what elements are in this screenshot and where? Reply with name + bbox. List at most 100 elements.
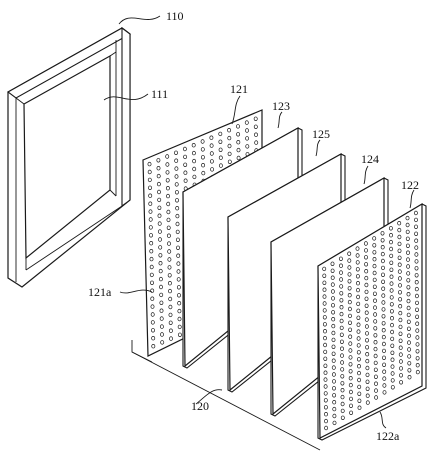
plate-122-hole [341, 409, 344, 413]
plate-122-hole [382, 308, 385, 312]
leader-124 [364, 166, 368, 184]
plate-121-hole [176, 222, 179, 226]
plate-121-hole [184, 163, 187, 167]
plate-121-hole [167, 202, 170, 206]
plate-121-hole [169, 305, 172, 309]
plate-122-hole [381, 245, 384, 249]
plate-122-hole [382, 349, 385, 353]
plate-121-hole [210, 136, 213, 140]
plate-121-hole [177, 270, 180, 274]
plate-121-hole [254, 125, 257, 129]
label-110: 110 [166, 9, 184, 23]
plate-122-hole [381, 231, 384, 235]
plate-122-hole [416, 322, 419, 326]
leader-122 [410, 190, 414, 208]
plate-122-hole [408, 361, 411, 365]
plate-121-hole [176, 238, 179, 242]
plate-122-hole [349, 335, 352, 339]
plate-121-hole [219, 140, 222, 144]
plate-121-hole [169, 329, 172, 333]
plate-121-hole [160, 293, 163, 297]
plate-121-hole [193, 159, 196, 163]
plate-122-hole [383, 370, 386, 374]
plate-121-hole [177, 254, 180, 258]
plate-122-hole [398, 270, 401, 274]
plate-122-hole [399, 311, 402, 315]
plate-122-hole [399, 353, 402, 357]
plate-121-hole [167, 210, 170, 214]
plate-121-hole [157, 190, 160, 194]
plate-121-hole [166, 194, 169, 198]
plate-122-hole [398, 249, 401, 253]
plate-121-hole [228, 152, 231, 156]
plate-121-hole [151, 321, 154, 325]
plate-121-hole [254, 133, 257, 137]
plate-121-hole [166, 171, 169, 175]
plate-121-hole [210, 160, 213, 164]
plate-121-hole [178, 325, 181, 329]
plate-122-hole [324, 357, 327, 361]
plate-121-hole [211, 168, 214, 172]
plate-121-hole [158, 206, 161, 210]
plate-121-hole [237, 148, 240, 152]
plate-122-hole [415, 308, 418, 312]
plate-122-hole [416, 349, 419, 353]
plate-121-hole [175, 198, 178, 202]
plate-122-hole [332, 352, 335, 356]
plate-121-hole [178, 309, 181, 313]
plate-122-hole [391, 385, 394, 389]
plate-122-hole [374, 375, 377, 379]
plate-122-hole [407, 299, 410, 303]
plate-121-hole [159, 277, 162, 281]
plate-122-hole [391, 351, 394, 355]
plate-122-hole [407, 292, 410, 296]
plate-122-hole [349, 349, 352, 353]
plate-121-hole [246, 137, 249, 141]
plate-121-hole [219, 164, 222, 168]
plate-121-hole [159, 261, 162, 265]
plate-122-hole [389, 226, 392, 230]
plate-121-hole [176, 214, 179, 218]
plate-122-hole [364, 249, 367, 253]
plate-122-hole [341, 381, 344, 385]
plate-121-hole [160, 309, 163, 313]
plate-121-hole [166, 163, 169, 167]
plate-122-hole [381, 259, 384, 263]
plate-122-hole [408, 355, 411, 359]
plate-122-hole [331, 283, 334, 287]
plate-122-hole [398, 256, 401, 260]
plate-122-hole [341, 388, 344, 392]
plate-122-hole [357, 344, 360, 348]
plate-122-hole [373, 237, 376, 241]
plate-122-hole [398, 235, 401, 239]
plate-121-hole [169, 297, 172, 301]
plate-121-hole [176, 206, 179, 210]
plate-122-hole [391, 344, 394, 348]
plate-122-hole [332, 380, 335, 384]
plate-122-hole [374, 340, 377, 344]
plate-122-hole [331, 297, 334, 301]
plate-122-hole [332, 359, 335, 363]
plate-122-hole [349, 328, 352, 332]
plate-121-hole [166, 178, 169, 182]
plate-122-hole [391, 337, 394, 341]
plate-122-hole [324, 392, 327, 396]
plate-122-hole [323, 322, 326, 326]
plate-121-hole [158, 222, 161, 226]
plate-121-hole [174, 151, 177, 155]
plate-122-hole [333, 393, 336, 397]
plate-122-hole [365, 304, 368, 308]
plate-121-hole [148, 170, 151, 174]
plate-121-hole [159, 269, 162, 273]
plate-122-hole [349, 356, 352, 360]
plate-122-hole [348, 286, 351, 290]
plate-121-hole [201, 148, 204, 152]
plate-122-hole [383, 384, 386, 388]
plate-122-hole [399, 373, 402, 377]
plate-122-hole [373, 250, 376, 254]
plate-122-hole [414, 218, 417, 222]
plate-122-hole [358, 406, 361, 410]
plate-122-hole [382, 287, 385, 291]
plate-121-hole [246, 145, 249, 149]
